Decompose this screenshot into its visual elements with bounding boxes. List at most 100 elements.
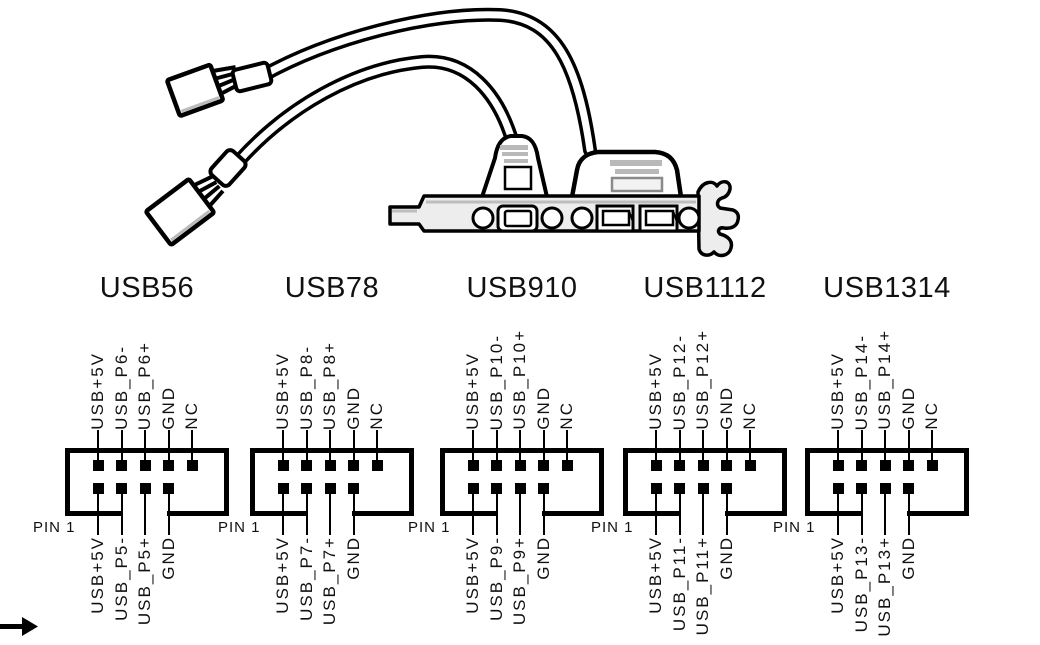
pin-label: USB_P9-	[486, 536, 506, 621]
pin-label: GND	[158, 536, 178, 580]
pin-line	[144, 488, 146, 535]
pin-label: USB+5V	[88, 352, 107, 430]
pin-label: USB_P10+	[510, 329, 529, 430]
pin-label: USB+5V	[828, 352, 847, 430]
header-title: USB1314	[823, 272, 951, 304]
connector-box	[250, 448, 414, 516]
pin-label: USB_P13-	[851, 536, 871, 633]
pin-label: USB_P10-	[486, 333, 506, 430]
usb-plug-housing-left	[480, 134, 549, 199]
pin-line	[305, 488, 308, 535]
pin-line	[837, 488, 839, 535]
pin-label: USB+5V	[273, 536, 292, 614]
pin-square	[467, 460, 479, 471]
pin-square	[674, 460, 685, 471]
pin-label: USB_P6-	[111, 345, 131, 430]
pin-label: NC	[557, 401, 576, 430]
pin-line	[725, 488, 728, 535]
pin-line	[519, 488, 521, 535]
pin-square	[163, 460, 174, 471]
pin-line	[97, 488, 99, 535]
cable-lower	[231, 54, 519, 169]
port-hole	[677, 206, 701, 230]
header-plug-upper	[165, 62, 243, 118]
pin-label: GND	[898, 386, 918, 430]
port-hole	[471, 206, 495, 230]
pin-label: NC	[367, 401, 386, 430]
pin-label: USB+5V	[273, 352, 292, 430]
port-hole	[540, 206, 564, 230]
pin-line	[329, 488, 331, 535]
connector-box	[65, 448, 229, 516]
pin-square	[721, 460, 732, 471]
pin-line	[725, 430, 728, 464]
pin-square	[301, 460, 312, 471]
pin-label: USB_P8-	[296, 345, 316, 430]
pin-label: USB_P8+	[320, 340, 339, 430]
pin-line	[167, 488, 170, 535]
pin-square	[277, 460, 289, 471]
pin-label: USB_P13+	[875, 536, 894, 637]
pin-label: GND	[158, 386, 178, 430]
pin-label: USB_P5+	[135, 536, 154, 626]
pin-square	[186, 460, 198, 471]
right-arrow-icon	[0, 617, 38, 636]
connector-box	[805, 448, 969, 516]
pin-square	[697, 460, 709, 471]
pin-label: USB_P14-	[851, 333, 871, 430]
pin-line	[120, 430, 123, 464]
pin-label: USB_P11+	[693, 536, 712, 636]
header-title: USB910	[466, 272, 578, 304]
usb-plug-housing-right	[569, 149, 684, 200]
pin-line	[120, 488, 123, 535]
pin-square	[832, 460, 844, 471]
pin-square	[371, 460, 383, 471]
pin-label: USB+5V	[88, 536, 107, 614]
pin-label: NC	[740, 401, 759, 430]
pin-line	[352, 488, 355, 535]
connector-box	[623, 448, 787, 516]
pin-line	[542, 430, 545, 464]
pin-square	[856, 460, 867, 471]
pin-line	[860, 430, 863, 464]
pin1-label: PIN 1	[218, 519, 261, 536]
pin-line	[655, 430, 657, 464]
pin-square	[926, 460, 938, 471]
header-title: USB56	[99, 272, 195, 304]
pin-square	[92, 460, 104, 471]
pin-label: GND	[716, 536, 736, 580]
header-title: USB78	[284, 272, 380, 304]
pin-line	[352, 430, 355, 464]
pin-line	[907, 430, 910, 464]
pin-line	[907, 488, 910, 535]
pin-square	[514, 460, 526, 471]
header-title: USB1112	[643, 272, 767, 304]
pin-label: USB+5V	[646, 536, 665, 614]
bracket-ports	[471, 204, 701, 233]
pin-square	[348, 460, 359, 471]
pin-label: USB+5V	[828, 536, 847, 614]
pin-label: USB_P9+	[510, 536, 529, 626]
pin-label: GND	[343, 536, 363, 580]
pin-line	[678, 430, 681, 464]
pin-label: USB_P5-	[111, 536, 131, 621]
cable-sleeve-lower	[208, 148, 248, 188]
pin-line	[329, 430, 331, 464]
pin-line	[97, 430, 99, 464]
pin-line	[305, 430, 308, 464]
cable-upper	[255, 7, 597, 157]
pin-line	[472, 488, 474, 535]
pin-line	[282, 430, 284, 464]
pin-label: NC	[922, 401, 941, 430]
pin-label: GND	[716, 386, 736, 430]
pin-line	[702, 488, 704, 535]
pin-line	[519, 430, 521, 464]
pin-line	[749, 430, 751, 464]
pin-square	[879, 460, 891, 471]
